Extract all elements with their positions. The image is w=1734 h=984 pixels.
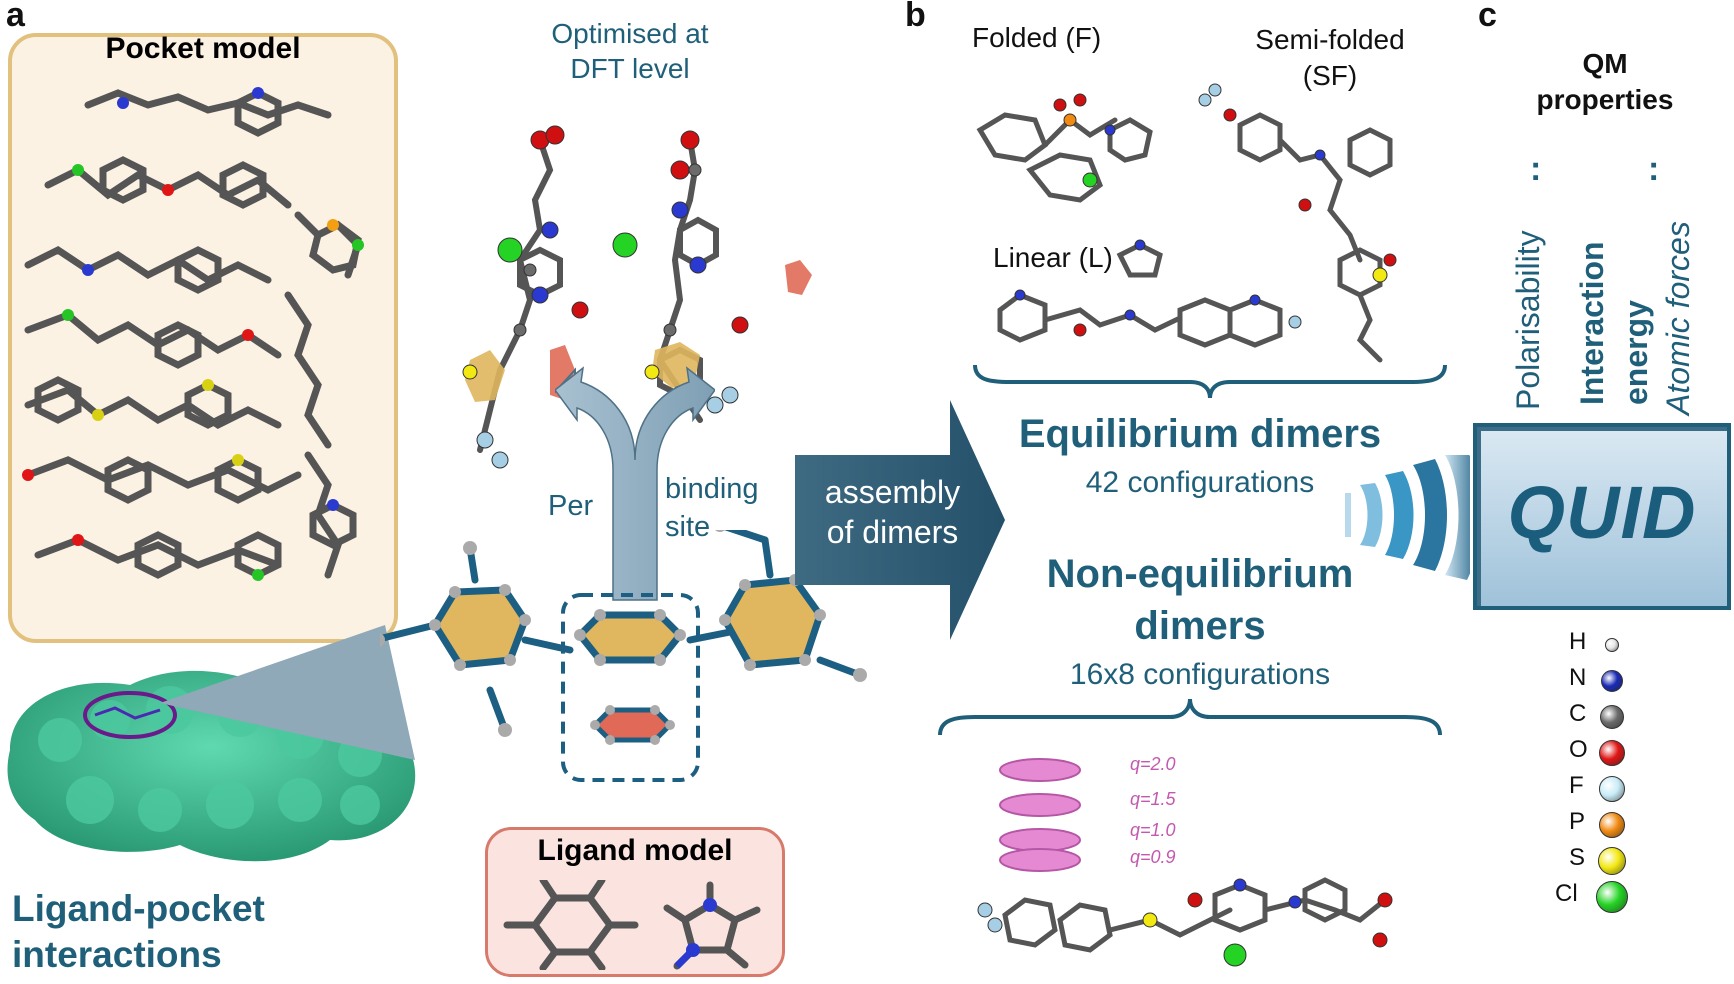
signal-waves-icon bbox=[1345, 455, 1470, 580]
non-equilibrium-brace bbox=[938, 698, 1442, 736]
legend-symbol: Cl bbox=[1555, 880, 1578, 907]
legend-row-n: N bbox=[1555, 664, 1675, 700]
legend-atom-ball bbox=[1596, 881, 1628, 913]
pocket-molecules-drawing bbox=[22, 87, 364, 581]
legend-row-c: C bbox=[1555, 700, 1675, 736]
ligand-pocket-line1: Ligand-pocket bbox=[12, 888, 265, 929]
legend-row-s: S bbox=[1555, 844, 1675, 880]
pocket-model-title: Pocket model bbox=[105, 32, 301, 65]
semi-folded-line1: Semi-folded bbox=[1255, 24, 1405, 55]
legend-atom-ball bbox=[1599, 740, 1625, 766]
ligand-pocket-label: Ligand-pocket interactions bbox=[12, 886, 265, 978]
legend-symbol: N bbox=[1569, 664, 1587, 691]
optimised-line1: Optimised at bbox=[551, 18, 709, 49]
atomic-forces-label: Atomic forces bbox=[1660, 221, 1696, 415]
legend-atom-ball bbox=[1605, 638, 1619, 652]
legend-symbol: H bbox=[1569, 628, 1587, 655]
q-label: q=1.5 bbox=[1130, 789, 1176, 809]
non-equilibrium-count: 16x8 configurations bbox=[1069, 658, 1331, 691]
site-label: site bbox=[665, 511, 711, 543]
semi-folded-label: Semi-folded (SF) bbox=[1240, 22, 1420, 94]
legend-symbol: O bbox=[1569, 736, 1588, 763]
panel-label-c: c bbox=[1478, 0, 1497, 34]
fork-arrow bbox=[555, 366, 715, 601]
assembly-line2: of dimers bbox=[826, 514, 959, 550]
q-label-list: q=2.0 q=1.5 q=1.0 q=0.9 bbox=[1130, 747, 1176, 871]
zoom-wedge bbox=[160, 625, 415, 760]
legend-atom-ball bbox=[1599, 776, 1625, 802]
optimised-label: Optimised at DFT level bbox=[520, 16, 740, 86]
legend-symbol: S bbox=[1569, 844, 1586, 871]
legend-row-o: O bbox=[1555, 736, 1675, 772]
legend-symbol: F bbox=[1569, 772, 1584, 799]
conformers-drawing bbox=[976, 83, 1397, 363]
legend-row-p: P bbox=[1555, 808, 1675, 844]
legend-row-f: F bbox=[1555, 772, 1675, 808]
q-label: q=2.0 bbox=[1130, 754, 1176, 774]
equilibrium-title: Equilibrium dimers bbox=[1018, 412, 1382, 456]
optimised-line2: DFT level bbox=[570, 53, 690, 84]
legend-row-h: H bbox=[1555, 628, 1675, 664]
equilibrium-brace bbox=[973, 364, 1447, 399]
folded-label: Folded (F) bbox=[972, 22, 1102, 53]
legend-atom-ball bbox=[1599, 812, 1625, 838]
interaction-line1: Interaction bbox=[1574, 241, 1610, 405]
qm-dots-right: : bbox=[1648, 150, 1660, 188]
qm-dots-left: : bbox=[1530, 150, 1542, 188]
quid-label: QUID bbox=[1507, 471, 1697, 554]
ligand-model-title: Ligand model bbox=[537, 834, 733, 867]
interaction-line2: energy bbox=[1618, 300, 1654, 405]
linear-label: Linear (L) bbox=[993, 242, 1113, 273]
per-label: Per bbox=[548, 490, 594, 522]
assembly-line1: assembly bbox=[824, 474, 961, 510]
non-equilibrium-title: Non-equilibrium dimers bbox=[985, 548, 1415, 652]
assembly-arrow bbox=[795, 400, 1005, 640]
binding-site-label: binding site bbox=[665, 470, 759, 546]
semi-folded-line2: (SF) bbox=[1302, 60, 1358, 91]
assembly-label: assembly of dimers bbox=[800, 472, 985, 552]
non-equilibrium-drawing bbox=[977, 758, 1393, 967]
q-label: q=0.9 bbox=[1130, 847, 1176, 867]
qm-title-line2: properties bbox=[1536, 84, 1674, 115]
ligand-pocket-schematic bbox=[380, 530, 867, 782]
quid-box bbox=[1473, 423, 1731, 610]
q-label: q=1.0 bbox=[1130, 820, 1176, 840]
non-equilibrium-line2: dimers bbox=[1134, 604, 1266, 648]
binding-label: binding bbox=[665, 473, 759, 505]
qm-title-line1: QM bbox=[1582, 48, 1628, 79]
qm-properties-title: QM properties bbox=[1530, 46, 1680, 118]
interaction-energy-label: Interaction energy bbox=[1570, 241, 1658, 405]
panel-label-b: b bbox=[905, 0, 926, 34]
ligand-pocket-line2: interactions bbox=[12, 934, 222, 975]
non-equilibrium-line1: Non-equilibrium bbox=[1046, 552, 1354, 596]
legend-symbol: P bbox=[1569, 808, 1586, 835]
legend-symbol: C bbox=[1569, 700, 1587, 727]
panel-label-a: a bbox=[6, 0, 25, 34]
legend-atom-ball bbox=[1598, 847, 1626, 875]
legend-atom-ball bbox=[1601, 670, 1623, 692]
ligand-model-box bbox=[485, 827, 785, 977]
legend-row-cl: Cl bbox=[1555, 880, 1675, 916]
equilibrium-count: 42 configurations bbox=[1085, 466, 1315, 499]
legend-atom-ball bbox=[1600, 705, 1624, 729]
polarisability-label: Polarisability bbox=[1510, 230, 1546, 410]
ligand-model-molecules bbox=[503, 880, 761, 970]
